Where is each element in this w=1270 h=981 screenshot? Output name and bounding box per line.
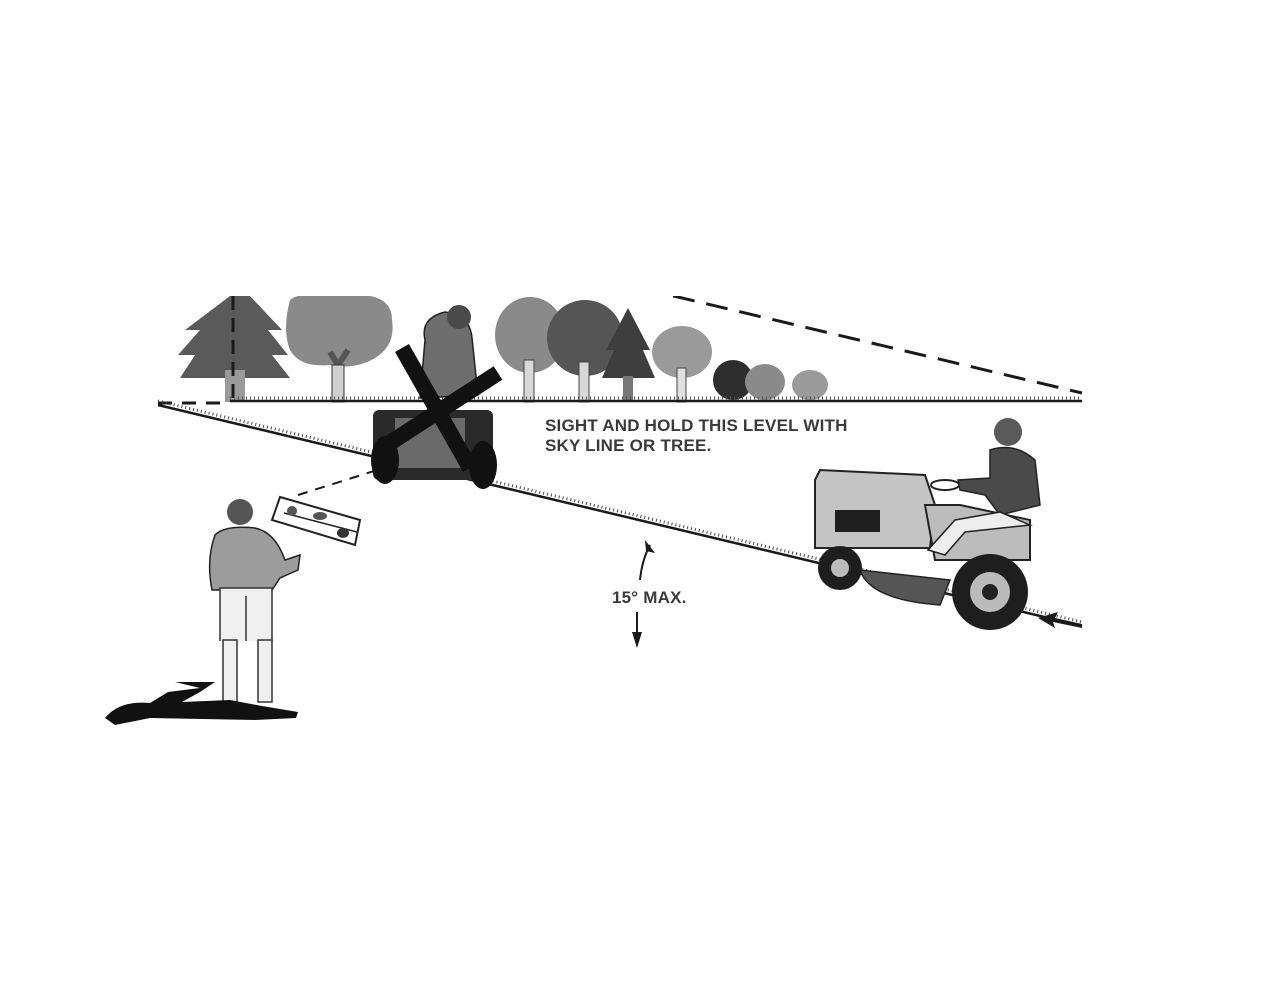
deciduous-tree-icon [547, 300, 623, 402]
deciduous-tree-icon [286, 293, 393, 402]
tree-line [178, 293, 828, 402]
conifer-tree-icon [178, 296, 290, 402]
man-shadow [105, 640, 298, 725]
bush-icon [713, 360, 828, 400]
instruction-line-2: SKY LINE OR TREE. [545, 436, 848, 456]
max-angle-label: 15° MAX. [612, 588, 687, 608]
instruction-line-1: SIGHT AND HOLD THIS LEVEL WITH [545, 416, 848, 436]
sight-instruction-text: SIGHT AND HOLD THIS LEVEL WITH SKY LINE … [545, 416, 848, 456]
angle-arrow-tip [632, 632, 642, 648]
man-sighting-slope [210, 497, 360, 643]
sight-card-icon [272, 497, 360, 545]
deciduous-tree-icon [652, 326, 712, 402]
direction-arrow-icon [1038, 612, 1082, 628]
correct-mower-side-view [815, 418, 1040, 630]
